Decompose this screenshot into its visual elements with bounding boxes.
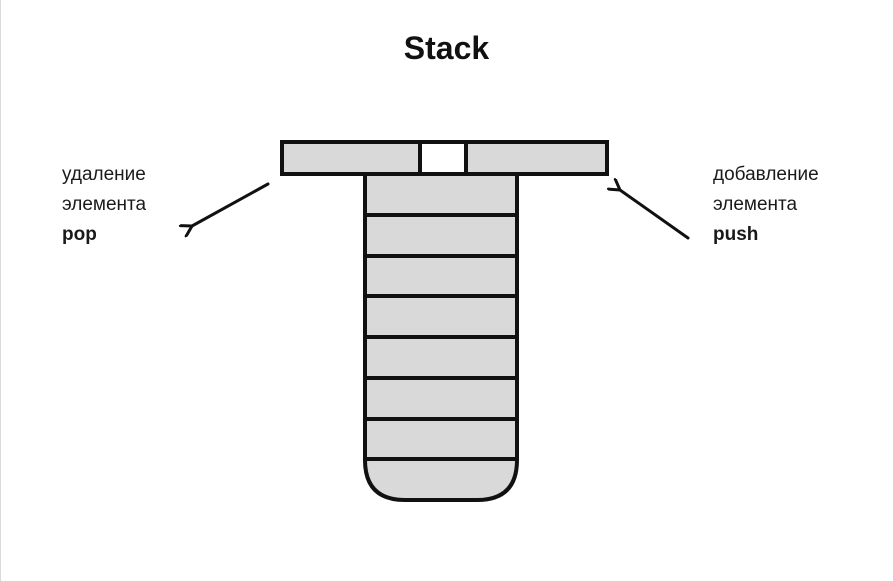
push-label-op: push xyxy=(713,224,759,245)
slot-dividers xyxy=(365,213,517,461)
push-label-line2: элемента xyxy=(713,194,798,215)
pop-arrow xyxy=(192,182,270,226)
pop-label: удаление элемента pop xyxy=(62,160,146,250)
push-element xyxy=(464,140,609,176)
pop-element xyxy=(280,140,422,176)
pop-label-line1: удаление xyxy=(62,164,146,185)
push-label-line1: добавление xyxy=(713,164,819,185)
push-label: добавление элемента push xyxy=(713,160,819,250)
diagram-title: Stack xyxy=(403,30,490,66)
pop-label-op: pop xyxy=(62,224,97,245)
frame-edge xyxy=(0,0,1,581)
push-arrow xyxy=(620,190,690,240)
pop-label-line2: элемента xyxy=(62,194,147,215)
top-slot-opening xyxy=(418,140,468,176)
